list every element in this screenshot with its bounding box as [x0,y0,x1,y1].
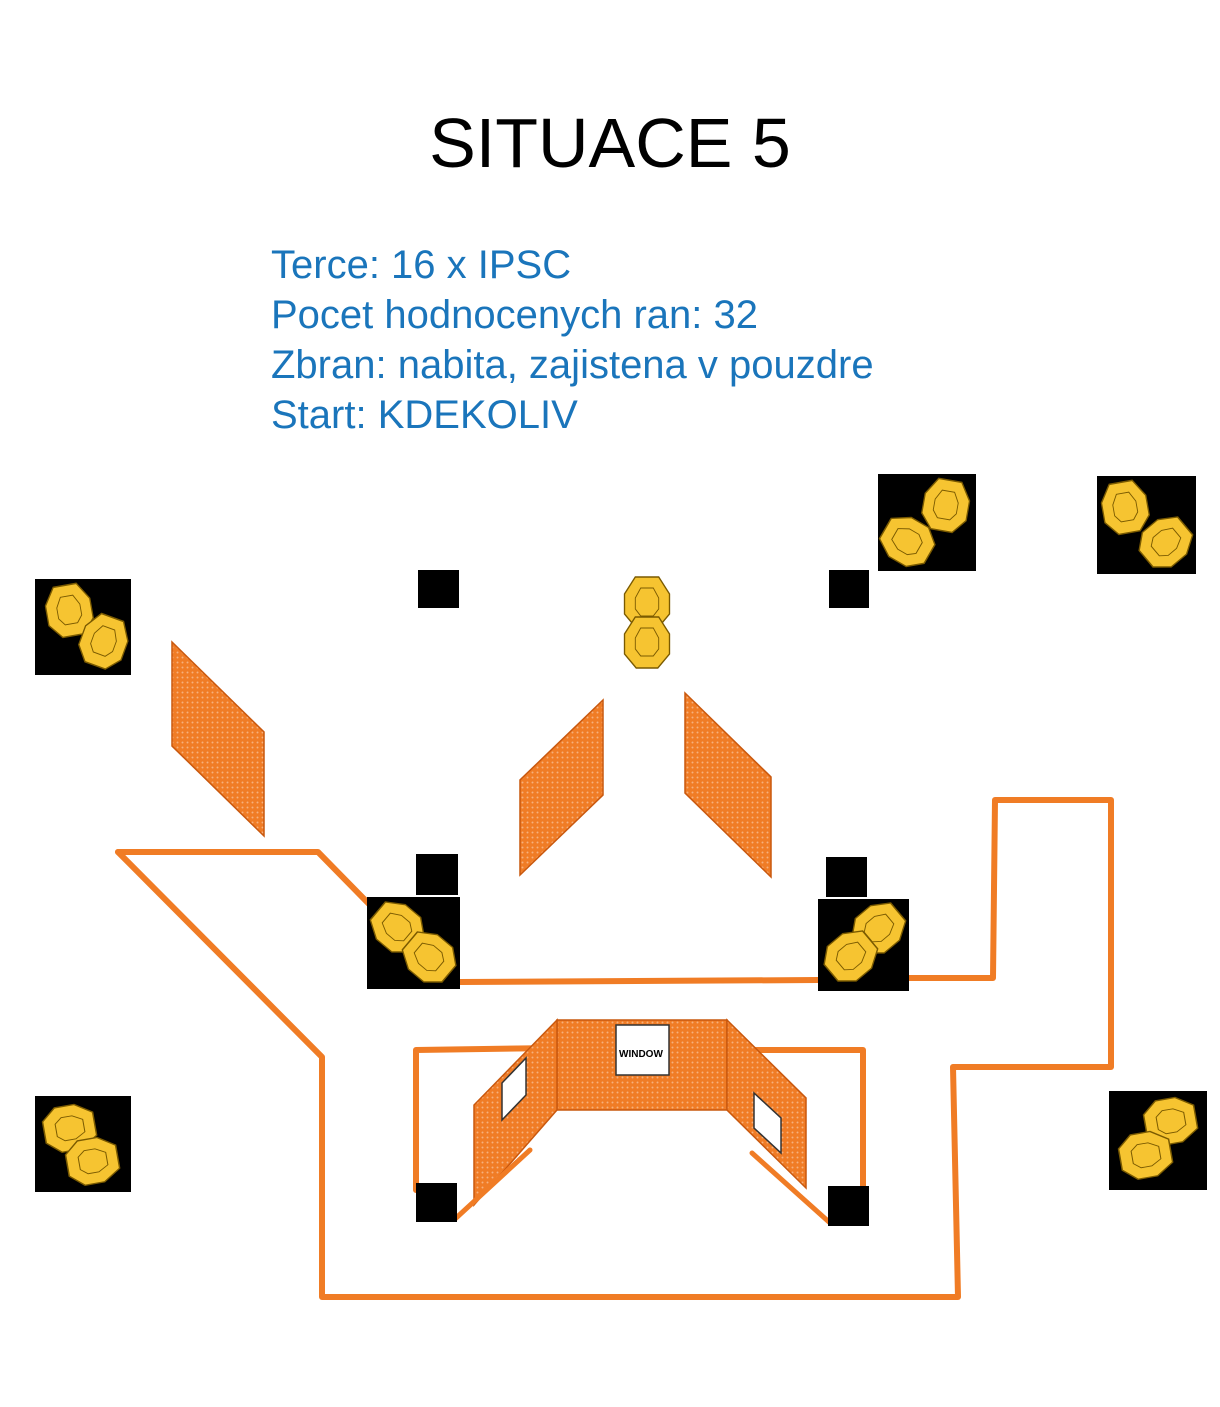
info-start: Start: KDEKOLIV [271,393,578,437]
ipsc-target-icon [623,616,671,669]
black-square-icon [416,854,458,895]
black-square-icon [829,570,869,608]
window-opening-icon [501,1056,527,1122]
house-structure [473,1018,807,1207]
stage-info: Terce: 16 x IPSC Pocet hodnocenych ran: … [271,240,874,440]
fault-line-left [115,849,373,908]
target-group-mid-right [815,893,914,991]
black-square-icon [826,857,867,897]
window-opening-icon [615,1024,670,1076]
window-label: WINDOW [619,1049,663,1060]
target-group-top-right-2 [1097,476,1201,577]
target-group-left-top [35,579,135,675]
black-square-icon [828,1186,869,1226]
fault-line-inner-right [727,1047,866,1193]
fault-lines [115,797,1114,1300]
barrel-wall-icon [684,691,772,879]
info-targets: Terce: 16 x IPSC [271,243,572,287]
barrel-wall-icon [519,698,604,877]
black-square-icon [418,570,459,608]
target-group-left-bottom [35,1096,131,1192]
target-group-right-bottom [1109,1091,1207,1190]
house-left-wall [473,1018,558,1207]
window-opening-icon [753,1091,782,1155]
target-group-mid-left [362,892,465,992]
black-square-icon [416,1183,457,1222]
barrel-wall-icon [171,640,265,838]
page-title: SITUACE 5 [429,104,791,182]
target-group-center [623,576,671,669]
fault-line-middle [457,977,821,985]
fault-line-inner-left [413,1045,559,1193]
black-squares [416,570,869,1226]
info-shots: Pocet hodnocenych ran: 32 [271,293,759,337]
barrel-walls [171,640,772,879]
target-group-top-right-1 [873,474,976,575]
house-fault-lines [452,1147,832,1225]
info-weapon: Zbran: nabita, zajistena v pouzdre [271,343,874,387]
fault-line-left-diagonal [115,797,1114,1300]
